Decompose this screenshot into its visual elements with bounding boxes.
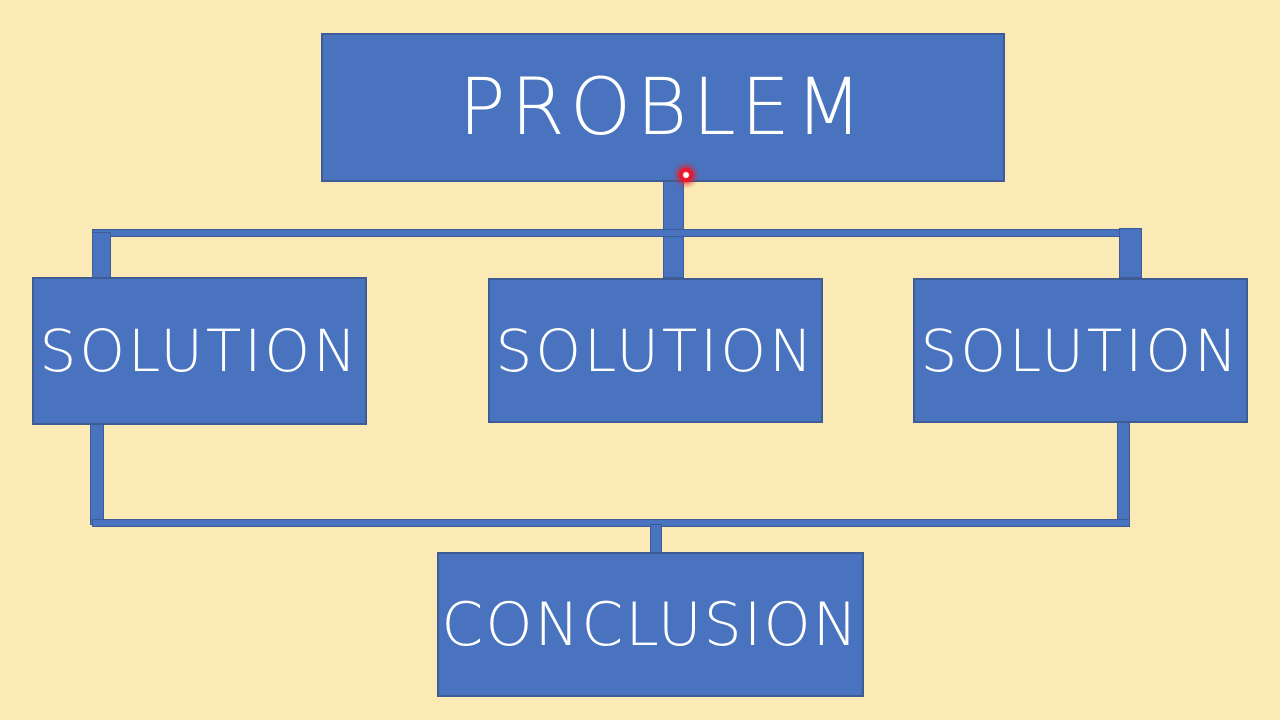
connector-crossbar-top xyxy=(92,229,1141,237)
node-conclusion: CONCLUSION xyxy=(437,552,864,697)
node-solution-1-label: SOLUTION xyxy=(39,317,360,385)
connector-to-solution-1 xyxy=(92,232,111,278)
node-solution-2: SOLUTION xyxy=(488,278,823,423)
connector-to-conclusion xyxy=(650,524,662,554)
connector-to-solution-3 xyxy=(1119,228,1142,278)
node-solution-1: SOLUTION xyxy=(32,277,367,425)
connector-solution-1-down xyxy=(90,424,104,525)
node-conclusion-label: CONCLUSION xyxy=(441,589,860,660)
connector-crossbar-bottom xyxy=(92,519,1130,527)
node-solution-2-label: SOLUTION xyxy=(495,316,816,385)
node-problem-label: PROBLEM xyxy=(458,62,868,153)
node-solution-3-label: SOLUTION xyxy=(920,316,1241,385)
node-problem: PROBLEM xyxy=(321,33,1005,182)
connector-solution-3-down xyxy=(1117,422,1130,525)
node-solution-3: SOLUTION xyxy=(913,278,1248,423)
